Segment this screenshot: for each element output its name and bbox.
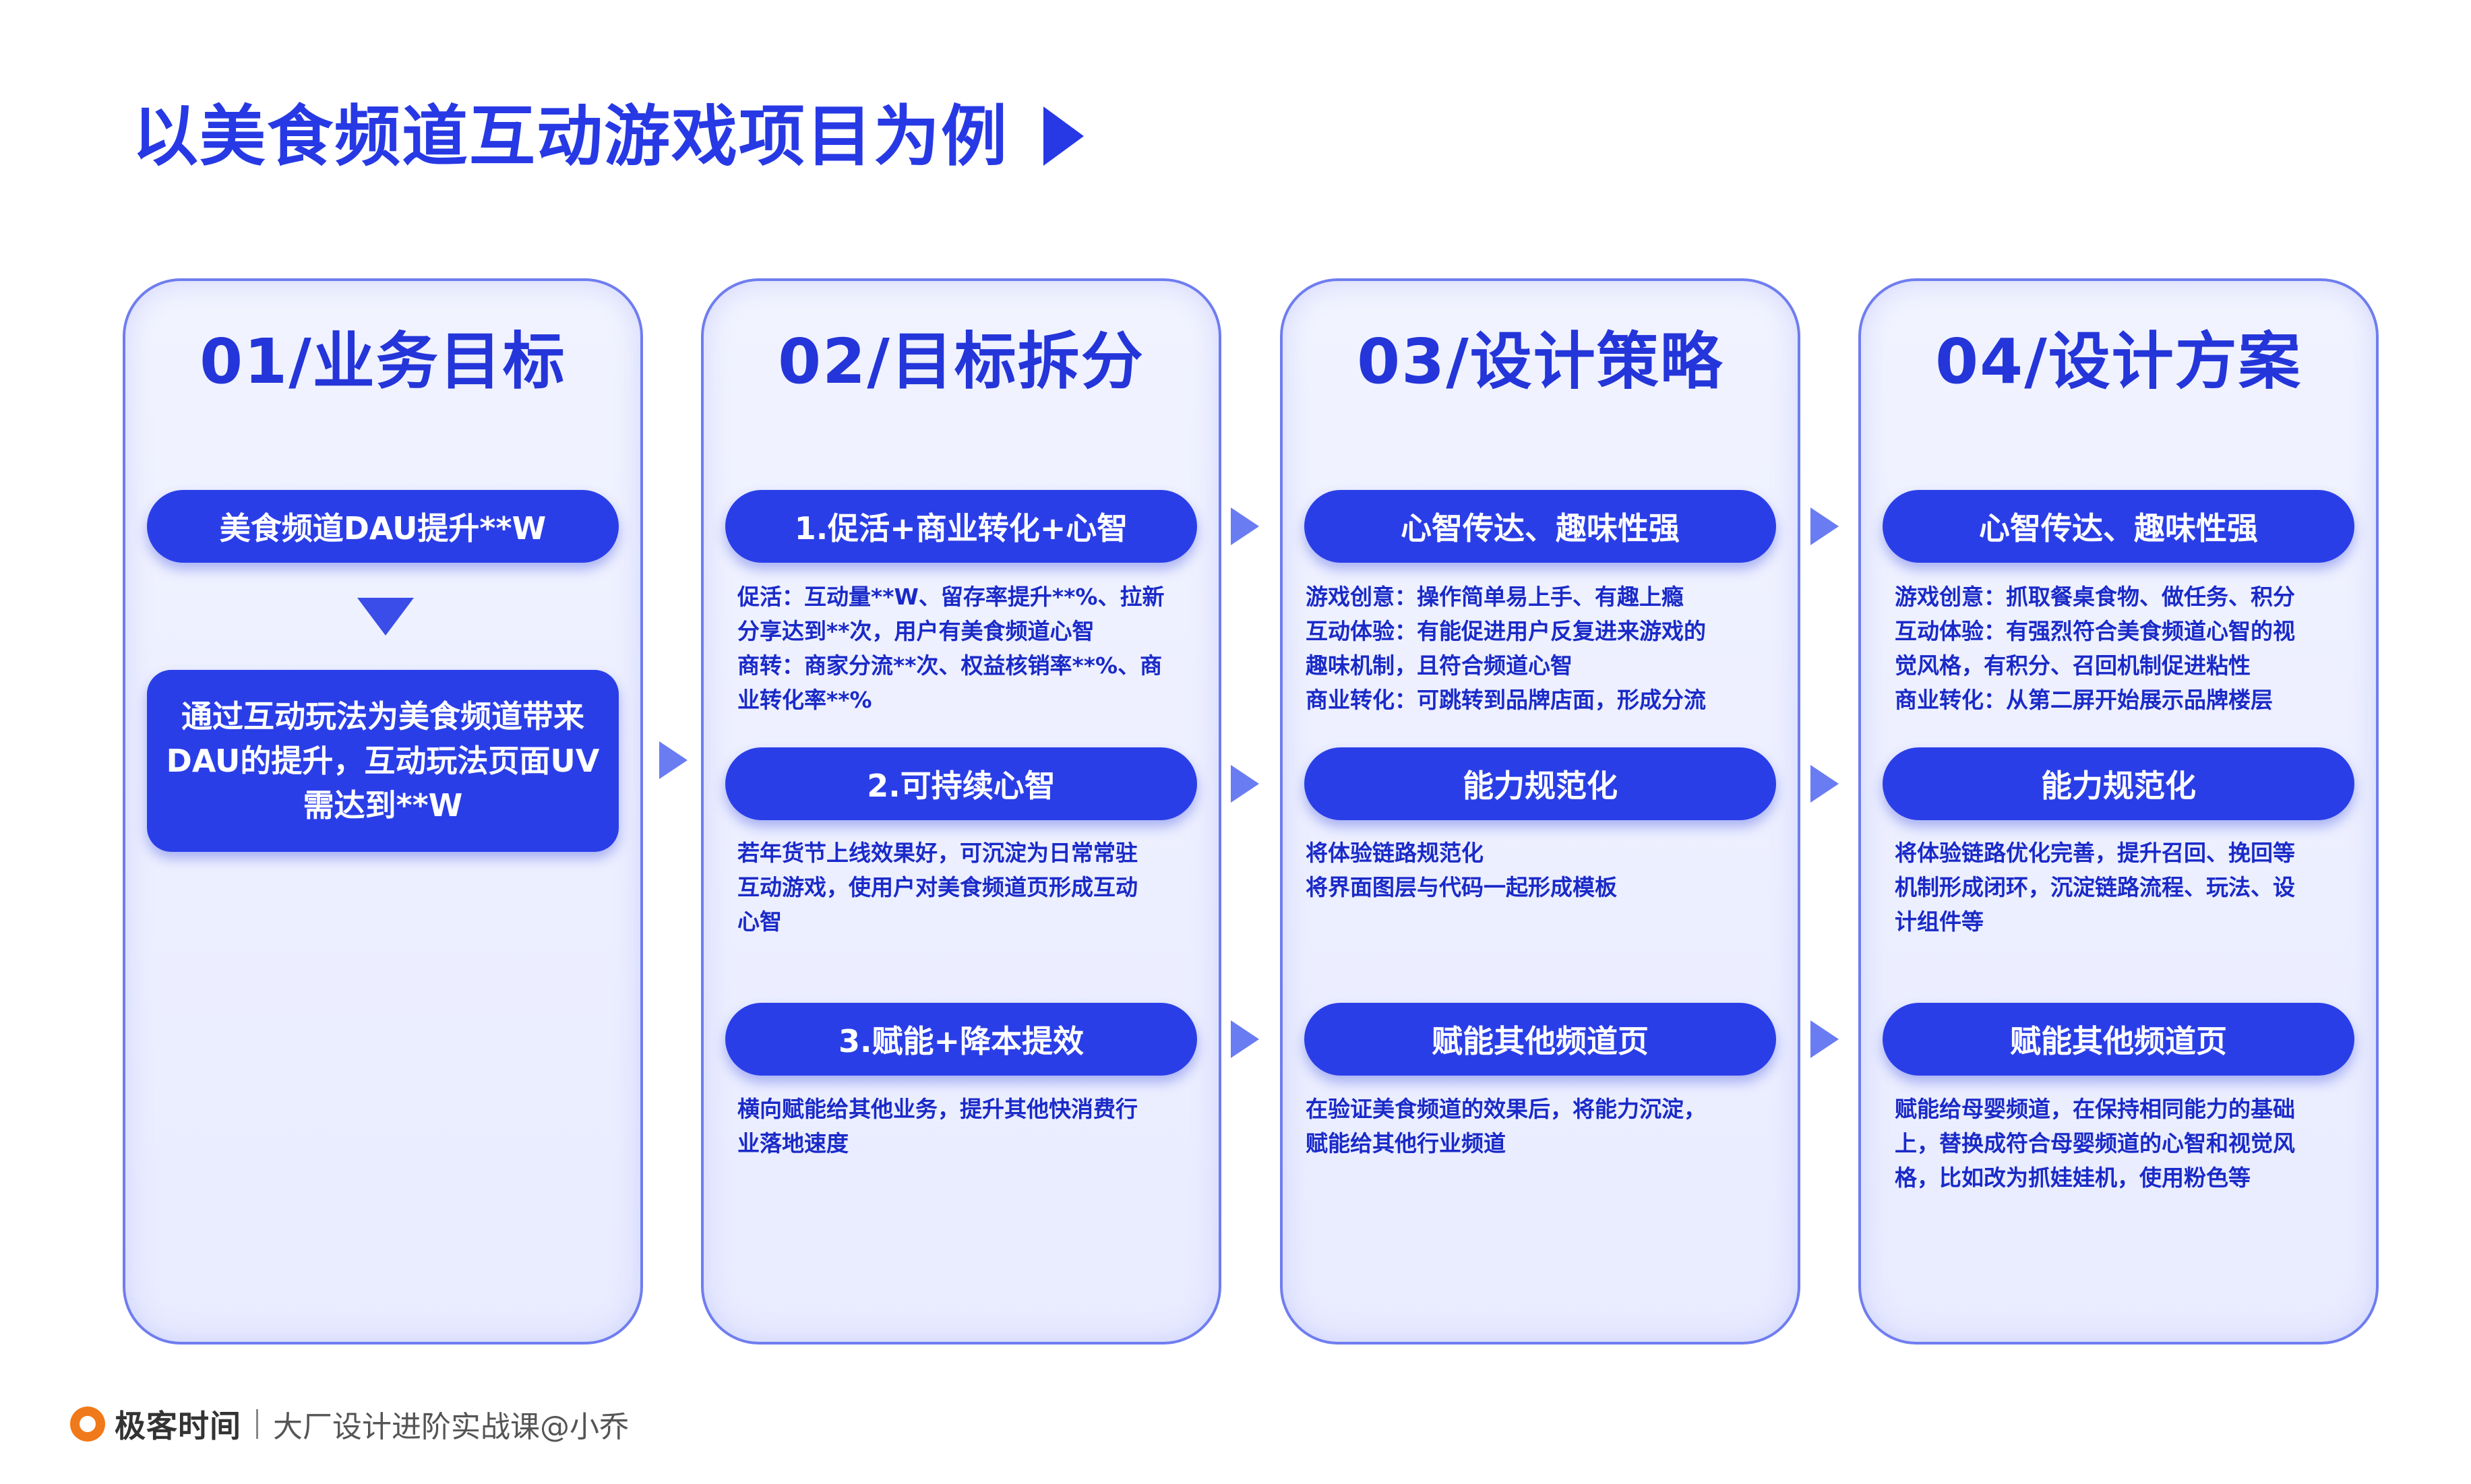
arrow-right-icon: [1810, 765, 1839, 803]
desc-line: 商业转化：从第二屏开始展示品牌楼层: [1895, 687, 2273, 713]
down-arrow-icon: [357, 598, 414, 636]
desc-line: 互动体验：有强烈符合美食频道心智的视: [1895, 618, 2295, 644]
title-play-icon: [1043, 106, 1084, 166]
footer-course-text: 大厂设计进阶实战课@小乔: [273, 1410, 629, 1444]
desc-solution-3: 赋能给母婴频道，在保持相同能力的基础 上，替换成符合母婴频道的心智和视觉风 格，…: [1895, 1092, 2367, 1195]
goal-detail-line: 需达到**W: [303, 787, 463, 824]
arrow-right-icon: [1231, 765, 1259, 803]
desc-line: 商业转化：可跳转到品牌店面，形成分流: [1306, 687, 1706, 713]
desc-line: 心智: [737, 908, 782, 935]
arrow-right-icon: [1810, 507, 1839, 545]
desc-solution-1: 游戏创意：抓取餐桌食物、做任务、积分 互动体验：有强烈符合美食频道心智的视 觉风…: [1895, 580, 2367, 717]
desc-line: 促活：互动量**W、留存率提升**%、拉新: [737, 584, 1165, 610]
pill-solution-2: 能力规范化: [1883, 747, 2354, 820]
desc-line: 觉风格，有积分、召回机制促进粘性: [1895, 652, 2251, 679]
desc-line: 互动体验：有能促进用户反复进来游戏的: [1306, 618, 1706, 644]
pill-breakdown-3: 3.赋能+降本提效: [725, 1003, 1197, 1076]
desc-line: 互动游戏，使用户对美食频道页形成互动: [737, 874, 1138, 900]
desc-line: 将体验链路优化完善，提升召回、挽回等: [1895, 840, 2295, 866]
page-title: 以美食频道互动游戏项目为例: [132, 98, 1009, 175]
pill-solution-3: 赋能其他频道页: [1883, 1003, 2354, 1076]
desc-line: 机制形成闭环，沉淀链路流程、玩法、设: [1895, 874, 2295, 900]
desc-line: 上，替换成符合母婴频道的心智和视觉风: [1895, 1130, 2295, 1156]
desc-strategy-3: 在验证美食频道的效果后，将能力沉淀， 赋能给其他行业频道: [1306, 1092, 1777, 1161]
pill-business-goal: 美食频道DAU提升**W: [147, 490, 619, 563]
pill-breakdown-1: 1.促活+商业转化+心智: [725, 490, 1197, 563]
footer: 极客时间 大厂设计进阶实战课@小乔: [70, 1400, 629, 1448]
desc-line: 趣味机制，且符合频道心智: [1306, 652, 1573, 679]
desc-breakdown-3: 横向赋能给其他业务，提升其他快消费行 业落地速度: [737, 1092, 1209, 1161]
goal-detail-box: 通过互动玩法为美食频道带来 DAU的提升，互动玩法页面UV 需达到**W: [147, 670, 619, 852]
desc-breakdown-1: 促活：互动量**W、留存率提升**%、拉新 分享达到**次，用户有美食频道心智 …: [737, 580, 1209, 717]
goal-detail-line: DAU的提升，互动玩法页面UV: [166, 743, 600, 779]
desc-line: 赋能给其他行业频道: [1306, 1130, 1506, 1156]
desc-strategy-1: 游戏创意：操作简单易上手、有趣上瘾 互动体验：有能促进用户反复进来游戏的 趣味机…: [1306, 580, 1777, 717]
pill-strategy-2: 能力规范化: [1304, 747, 1776, 820]
pill-breakdown-2: 2.可持续心智: [725, 747, 1197, 820]
card-title: 03/设计策略: [1357, 326, 1723, 398]
desc-line: 将体验链路规范化: [1306, 840, 1484, 866]
goal-detail-line: 通过互动玩法为美食频道带来: [181, 698, 584, 735]
footer-divider: [256, 1409, 258, 1439]
desc-line: 业转化率**%: [737, 687, 872, 713]
pill-solution-1: 心智传达、趣味性强: [1883, 490, 2354, 563]
desc-line: 横向赋能给其他业务，提升其他快消费行: [737, 1096, 1138, 1122]
card-title: 04/设计方案: [1935, 326, 2302, 398]
arrow-right-icon: [1231, 507, 1259, 545]
desc-line: 将界面图层与代码一起形成模板: [1306, 874, 1617, 900]
card-title: 02/目标拆分: [778, 326, 1145, 398]
desc-line: 格，比如改为抓娃娃机，使用粉色等: [1895, 1165, 2251, 1191]
card-title: 01/业务目标: [200, 326, 566, 398]
pill-strategy-1: 心智传达、趣味性强: [1304, 490, 1776, 563]
desc-line: 计组件等: [1895, 908, 1984, 935]
desc-line: 游戏创意：操作简单易上手、有趣上瘾: [1306, 584, 1684, 610]
desc-line: 商转：商家分流**次、权益核销率**%、商: [737, 652, 1163, 679]
desc-breakdown-2: 若年货节上线效果好，可沉淀为日常常驻 互动游戏，使用户对美食频道页形成互动 心智: [737, 836, 1209, 939]
arrow-right-icon: [659, 741, 688, 779]
desc-line: 赋能给母婴频道，在保持相同能力的基础: [1895, 1096, 2295, 1122]
desc-line: 游戏创意：抓取餐桌食物、做任务、积分: [1895, 584, 2295, 610]
pill-strategy-3: 赋能其他频道页: [1304, 1003, 1776, 1076]
geektime-logo-icon: [70, 1406, 105, 1442]
desc-line: 在验证美食频道的效果后，将能力沉淀，: [1306, 1096, 1706, 1122]
desc-line: 若年货节上线效果好，可沉淀为日常常驻: [737, 840, 1138, 866]
footer-logo-text: 极客时间: [115, 1408, 241, 1444]
arrow-right-icon: [1810, 1020, 1839, 1058]
arrow-right-icon: [1231, 1020, 1259, 1058]
desc-solution-2: 将体验链路优化完善，提升召回、挽回等 机制形成闭环，沉淀链路流程、玩法、设 计组…: [1895, 836, 2367, 939]
desc-strategy-2: 将体验链路规范化 将界面图层与代码一起形成模板: [1306, 836, 1777, 904]
desc-line: 分享达到**次，用户有美食频道心智: [737, 618, 1095, 644]
desc-line: 业落地速度: [737, 1130, 849, 1156]
